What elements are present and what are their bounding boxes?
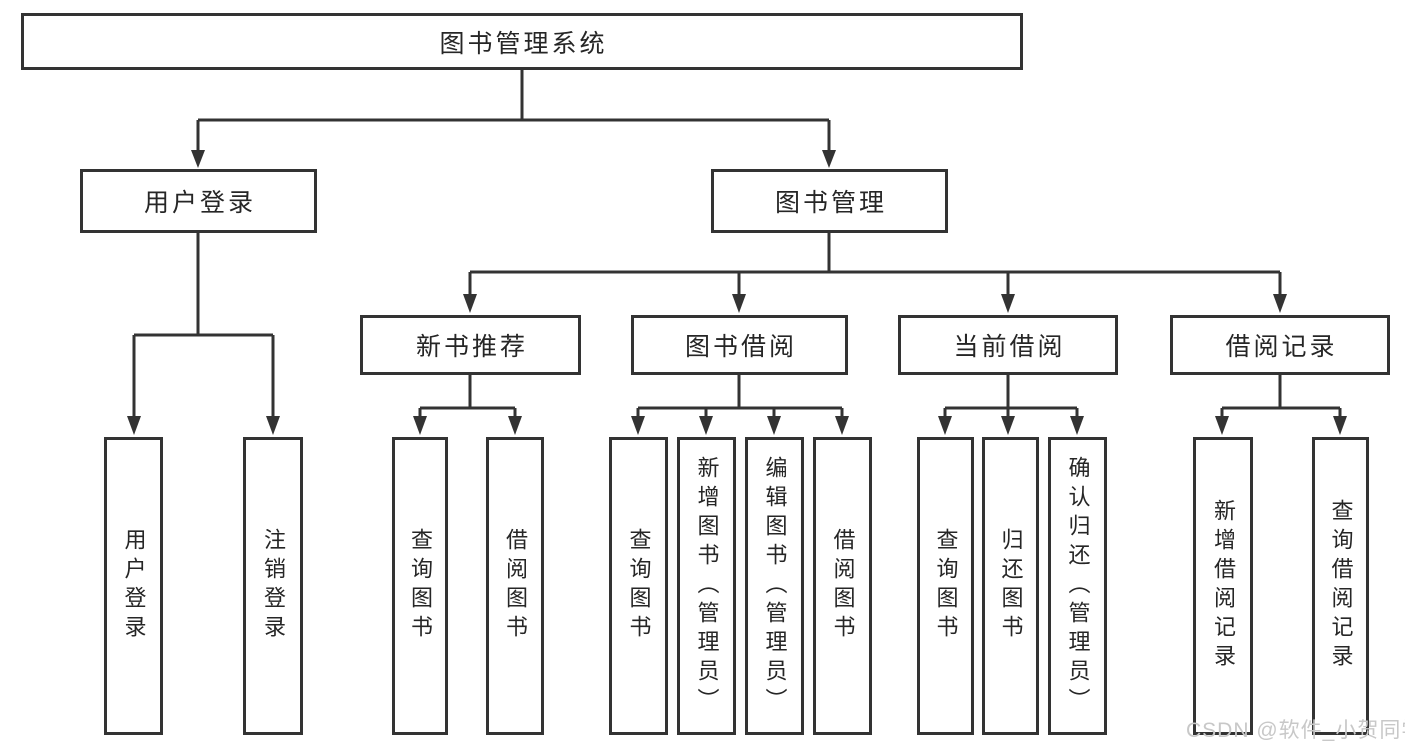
node-leaf-logout: 注销登录 bbox=[243, 437, 303, 735]
node-new-book-rec-label: 新书推荐 bbox=[415, 333, 528, 361]
node-leaf-edit-book: 编辑图书（管理员） bbox=[745, 437, 804, 735]
node-leaf-add-borrow-record: 新增借阅记录 bbox=[1193, 437, 1253, 735]
node-leaf-confirm-return-label: 确认归还（管理员） bbox=[1065, 455, 1091, 717]
csdn-watermark: CSDN @软件_小贺同学 bbox=[1186, 719, 1405, 742]
node-root-label: 图书管理系统 bbox=[439, 29, 608, 58]
node-leaf-return-book-label: 归还图书 bbox=[998, 528, 1024, 644]
node-leaf-query-book-2-label: 查询图书 bbox=[626, 528, 652, 644]
node-leaf-query-book-1-label: 查询图书 bbox=[408, 528, 433, 644]
node-current-borrow: 当前借阅 bbox=[898, 315, 1118, 375]
edges-user-login bbox=[127, 233, 280, 435]
edges-borrow-record bbox=[1215, 375, 1347, 435]
node-leaf-borrow-book-2: 借阅图书 bbox=[813, 437, 872, 735]
node-book-mgmt: 图书管理 bbox=[711, 169, 948, 233]
edges-book-borrow bbox=[631, 375, 849, 435]
node-borrow-record: 借阅记录 bbox=[1170, 315, 1390, 375]
node-root: 图书管理系统 bbox=[21, 13, 1023, 70]
node-book-borrow: 图书借阅 bbox=[631, 315, 848, 375]
edges-root bbox=[191, 70, 836, 168]
node-leaf-borrow-book-2-label: 借阅图书 bbox=[830, 528, 856, 644]
node-current-borrow-label: 当前借阅 bbox=[953, 333, 1066, 361]
node-book-mgmt-label: 图书管理 bbox=[774, 189, 887, 217]
node-leaf-return-book: 归还图书 bbox=[982, 437, 1039, 735]
node-leaf-query-borrow-record-label: 查询借阅记录 bbox=[1328, 499, 1354, 673]
node-leaf-query-book-1: 查询图书 bbox=[392, 437, 448, 735]
edges-new-book-rec bbox=[413, 375, 522, 435]
edges-book-mgmt bbox=[463, 233, 1287, 313]
node-user-login: 用户登录 bbox=[80, 169, 317, 233]
node-leaf-confirm-return: 确认归还（管理员） bbox=[1048, 437, 1107, 735]
node-leaf-borrow-book-1: 借阅图书 bbox=[486, 437, 544, 735]
node-leaf-edit-book-label: 编辑图书（管理员） bbox=[762, 455, 788, 717]
node-user-login-label: 用户登录 bbox=[143, 189, 256, 217]
node-leaf-add-book: 新增图书（管理员） bbox=[677, 437, 736, 735]
node-book-borrow-label: 图书借阅 bbox=[684, 333, 797, 361]
node-leaf-user-login: 用户登录 bbox=[104, 437, 163, 735]
node-leaf-user-login-label: 用户登录 bbox=[121, 528, 147, 644]
node-leaf-logout-label: 注销登录 bbox=[261, 528, 286, 644]
node-leaf-add-book-label: 新增图书（管理员） bbox=[694, 455, 720, 717]
node-leaf-query-borrow-record: 查询借阅记录 bbox=[1312, 437, 1369, 735]
node-leaf-add-borrow-record-label: 新增借阅记录 bbox=[1211, 499, 1236, 673]
node-new-book-rec: 新书推荐 bbox=[360, 315, 581, 375]
node-leaf-query-book-2: 查询图书 bbox=[609, 437, 668, 735]
node-borrow-record-label: 借阅记录 bbox=[1225, 333, 1338, 361]
node-leaf-query-book-3-label: 查询图书 bbox=[933, 528, 959, 644]
edges-current-borrow bbox=[938, 375, 1084, 435]
node-leaf-query-book-3: 查询图书 bbox=[917, 437, 974, 735]
node-leaf-borrow-book-1-label: 借阅图书 bbox=[503, 528, 528, 644]
